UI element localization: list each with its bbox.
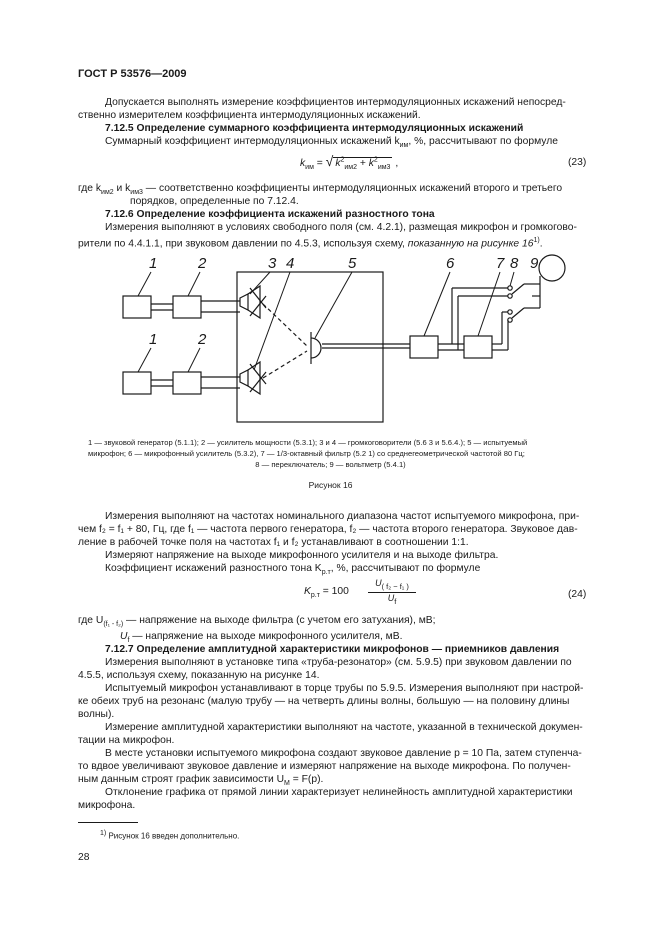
page-number: 28 [78,852,90,863]
section-heading-7-12-6: 7.12.6 Определение коэффициента искажени… [105,209,435,220]
formula-24-fraction: U( f₂ − f₁ ) Uf [368,578,416,606]
amplifier-box-2 [172,371,202,395]
s7127-line-4: ке обеих труб на резонанс (малую трубу —… [78,696,570,707]
figure-caption-line-3: 8 — переключатель; 9 — вольтметр (5.4.1) [255,460,406,469]
s7127-line-10: ным данным строят график зависимости UM … [78,774,324,788]
generator-box-1 [122,295,152,319]
label-1: 1 [149,255,157,272]
intro-line-1: Допускается выполнять измерение коэффици… [105,97,566,108]
label-9: 9 [530,255,539,272]
s7125-where-2: порядков, определенные по 7.12.4. [130,196,299,207]
section-heading-7-12-5: 7.12.5 Определение суммарного коэффициен… [105,123,524,134]
label-8: 8 [510,255,519,272]
free-field-chamber [236,271,384,423]
label-7: 7 [496,255,505,272]
s7127-line-3: Испытуемый микрофон устанавливают в торц… [105,683,584,694]
measure-line-5: Коэффициент искажений разностного тона K… [105,563,481,577]
label-1b: 1 [149,331,157,348]
amplifier-box-1 [172,295,202,319]
s7127-line-9: то вдвое увеличивают звуковое давление и… [78,761,571,772]
label-2b: 2 [197,331,207,348]
label-2: 2 [197,255,207,272]
s7127-line-5: волны). [78,709,115,720]
figure-16-diagram: 1 2 3 4 5 1 2 6 7 8 9 [122,254,566,423]
s7126-line-2: рители по 4.4.1.1, при звуковом давлении… [78,237,543,250]
s7127-line-1: Измерения выполняют в установке типа «тр… [105,657,572,668]
s7127-line-11: Отклонение графика от прямой линии харак… [105,787,573,798]
s7125-where-1: где kим2 и kим3 — соответственно коэффиц… [78,183,563,197]
label-6: 6 [446,255,455,272]
formula-23: kим = √k2им2 + k2им3 , [300,153,399,172]
measure-where-2: Uf — напряжение на выходе микрофонного у… [120,631,403,645]
measure-where-1: где U(f₁ - f₂) — напряжение на выходе фи… [78,615,436,629]
document-header: ГОСТ Р 53576—2009 [78,68,187,80]
figure-caption-line-2: микрофон; 6 — микрофонный усилитель (5.3… [88,449,525,458]
figure-caption-line-1: 1 — звуковой генератор (5.1.1); 2 — усил… [88,438,528,447]
figure-title: Рисунок 16 [308,480,353,490]
s7125-text: Суммарный коэффициент интермодуляционных… [105,136,558,150]
footnote: 1) Рисунок 16 введен дополнительно. [100,830,240,841]
s7127-line-2: 4.5.5, используя схему, показанную на ри… [78,670,320,681]
s7126-line-1: Измерения выполняют в условиях свободног… [105,222,577,233]
measure-line-2: чем f₂ = f₁ + 80, Гц, где f₁ — частота п… [78,524,578,535]
mic-amplifier-box [409,335,439,359]
filter-box [463,335,493,359]
section-heading-7-12-7: 7.12.7 Определение амплитудной характери… [105,644,560,655]
intro-line-2: ственно измерителем коэффициента интермо… [78,110,421,121]
label-5: 5 [348,255,357,272]
label-3: 3 [268,255,277,272]
generator-box-2 [122,371,152,395]
formula-24: Kр.т = 100 [304,586,349,600]
s7127-line-7: тации на микрофон. [78,735,175,746]
formula-24-number: (24) [568,589,587,600]
s7127-line-8: В месте установки испытуемого микрофона … [105,748,582,759]
label-4: 4 [286,255,294,272]
voltmeter-circle [538,254,566,282]
formula-23-number: (23) [568,157,587,168]
measure-line-3: ление в рабочей точке поля на частотах f… [78,537,469,548]
measure-line-1: Измерения выполняют на частотах номиналь… [105,511,580,522]
s7127-line-6: Измерение амплитудной характеристики вып… [105,722,583,733]
measure-line-4: Измеряют напряжение на выходе микрофонно… [105,550,499,561]
s7127-line-12: микрофона. [78,800,136,811]
footnote-rule [78,822,138,823]
